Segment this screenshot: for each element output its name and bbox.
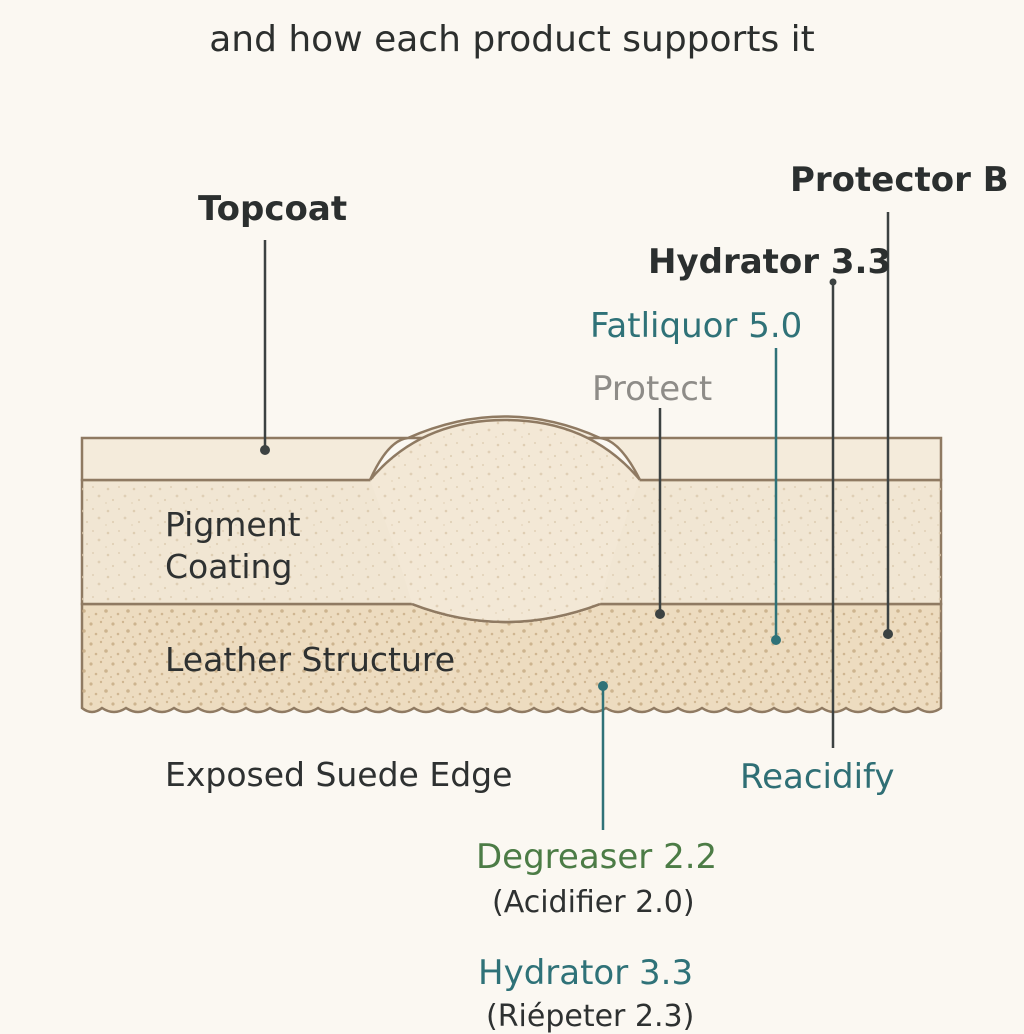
leader-topcoat: [260, 240, 270, 455]
leader-protector-b: [883, 212, 893, 639]
fatliquor-label: Fatliquor 5.0: [590, 306, 803, 346]
page-title: and how each product supports it: [209, 19, 815, 60]
protect-label: Protect: [592, 369, 713, 409]
reacidify-label: Reacidify: [740, 757, 895, 797]
degreaser-label: Degreaser 2.2: [476, 837, 718, 877]
acidifier-label: (Acidifier 2.0): [492, 885, 695, 920]
leader-protect: [655, 408, 665, 619]
leather-structure-label: Leather Structure: [165, 640, 456, 679]
riepeter-label: (Riépeter 2.3): [486, 999, 695, 1034]
suede-edge-label: Exposed Suede Edge: [165, 755, 513, 794]
pigment-label-line2: Coating: [165, 547, 293, 586]
hydrator-top-label: Hydrator 3.3: [648, 242, 892, 282]
protector-b-label: Protector B: [790, 160, 1009, 200]
surface-bulge: [369, 418, 641, 624]
leader-fatliquor: [771, 348, 781, 645]
pigment-label-line1: Pigment: [165, 505, 301, 544]
leather-structure-layer: [80, 602, 943, 714]
leader-hydrator-reacidify: [829, 278, 837, 748]
topcoat-label: Topcoat: [198, 189, 348, 229]
hydrator-bottom-label: Hydrator 3.3: [478, 953, 694, 993]
leader-degreaser: [598, 681, 608, 830]
